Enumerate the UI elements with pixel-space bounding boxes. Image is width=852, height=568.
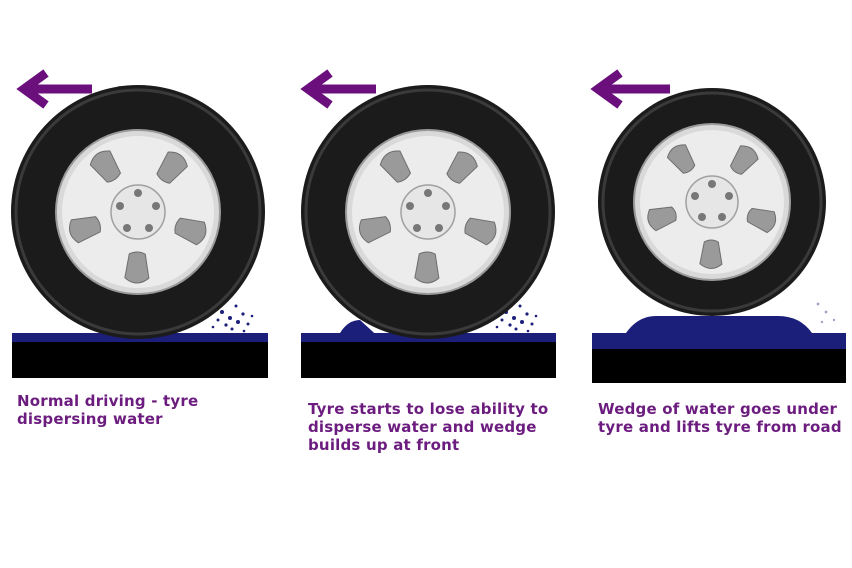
caption-line: Wedge of water goes under — [598, 400, 838, 418]
tyre-icon — [11, 85, 265, 339]
diagram-normal-driving — [11, 69, 268, 378]
caption-line: builds up at front — [308, 436, 460, 454]
spray — [211, 304, 254, 333]
caption-line: Tyre starts to lose ability to — [308, 400, 549, 418]
caption-line: Normal driving - tyre — [17, 392, 199, 410]
caption-line: disperse water and wedge — [308, 418, 537, 436]
caption-aquaplaning: Wedge of water goes under tyre and lifts… — [598, 400, 842, 436]
diagram-wedge-forming — [300, 69, 556, 378]
spray — [816, 302, 836, 324]
road — [592, 348, 846, 383]
caption-normal-driving: Normal driving - tyre dispersing water — [17, 392, 198, 428]
tyre-icon — [301, 85, 555, 339]
caption-line: dispersing water — [17, 410, 163, 428]
caption-wedge-forming: Tyre starts to lose ability to disperse … — [308, 400, 548, 454]
arrow-left-icon — [590, 69, 670, 109]
panel-normal-driving: Normal driving - tyre dispersing water — [0, 0, 284, 568]
tyre-icon — [598, 88, 826, 316]
road — [301, 341, 556, 378]
caption-line: tyre and lifts tyre from road — [598, 418, 842, 436]
water-wedge — [592, 316, 846, 349]
arrow-left-icon — [16, 69, 92, 109]
panel-aquaplaning: Wedge of water goes under tyre and lifts… — [568, 0, 852, 568]
arrow-left-icon — [300, 69, 376, 109]
road — [12, 341, 268, 378]
panel-wedge-forming: Tyre starts to lose ability to disperse … — [284, 0, 568, 568]
diagram-aquaplaning — [590, 69, 846, 383]
